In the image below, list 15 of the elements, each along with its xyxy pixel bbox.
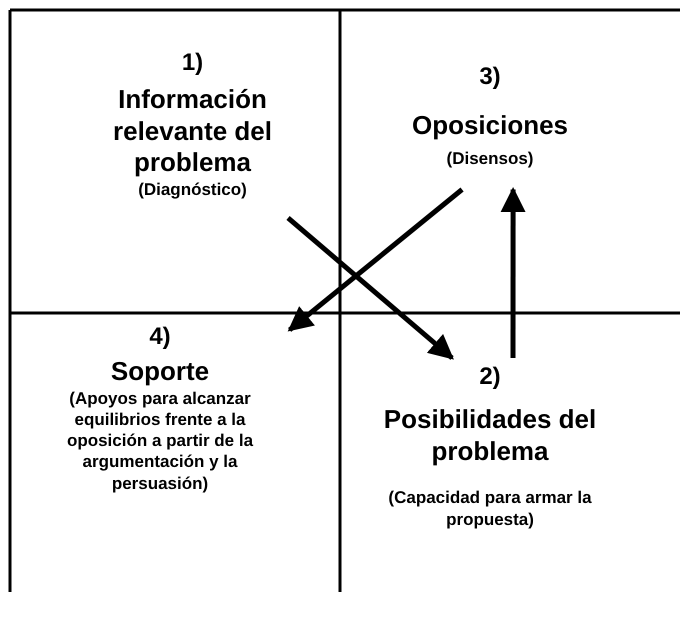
step-number: 3) — [478, 62, 502, 92]
quadrant-heading: Soporte — [110, 356, 210, 388]
quadrant-heading: Posibilidades del problema — [382, 404, 598, 468]
quadrant-heading: Oposiciones — [410, 110, 570, 142]
step-number: 2) — [478, 362, 502, 392]
quadrant-note: (Capacidad para armar la propuesta) — [387, 487, 593, 530]
arrow — [288, 188, 464, 332]
arrow — [500, 187, 526, 358]
step-number: 1) — [180, 48, 204, 78]
step-number: 4) — [148, 322, 172, 352]
quadrant-note: (Diagnóstico) — [137, 179, 248, 200]
quadrant-note: (Disensos) — [446, 148, 534, 169]
quadrant-note: (Apoyos para alcanzar equilibrios frente a la oposición a partir de la argumentación y la persuasión) — [66, 388, 254, 494]
arrow — [286, 216, 454, 360]
quadrant-heading: Información relevante del problema — [112, 84, 273, 180]
